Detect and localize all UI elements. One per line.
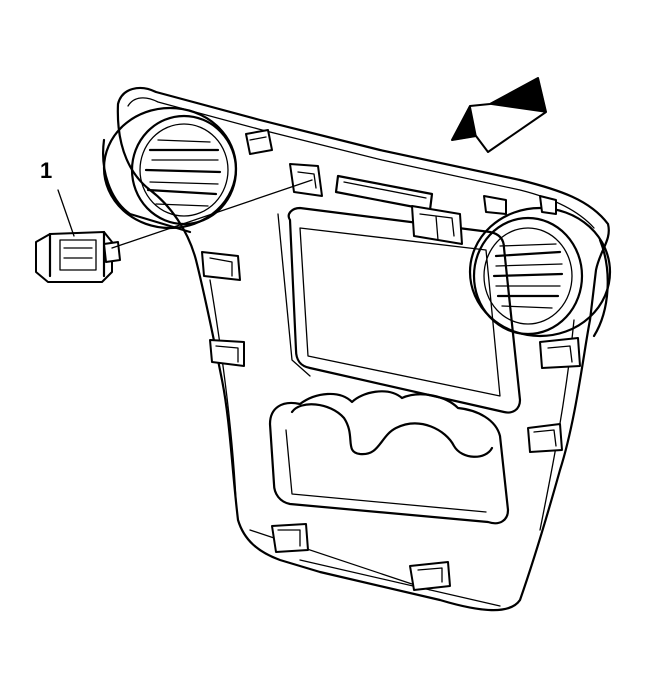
callout-number-1: 1 [40, 158, 53, 183]
hvac-control-opening [268, 390, 510, 525]
right-air-vent [468, 206, 612, 338]
radio-opening [277, 206, 522, 414]
bezel-outline [116, 86, 610, 612]
callout-pointer-line [57, 189, 75, 237]
callout-leader-line [111, 179, 313, 249]
electrical-connector [35, 230, 121, 283]
left-air-vent [102, 106, 238, 234]
direction-arrow [451, 77, 547, 153]
display-window [334, 174, 434, 212]
retaining-clips [201, 129, 581, 591]
